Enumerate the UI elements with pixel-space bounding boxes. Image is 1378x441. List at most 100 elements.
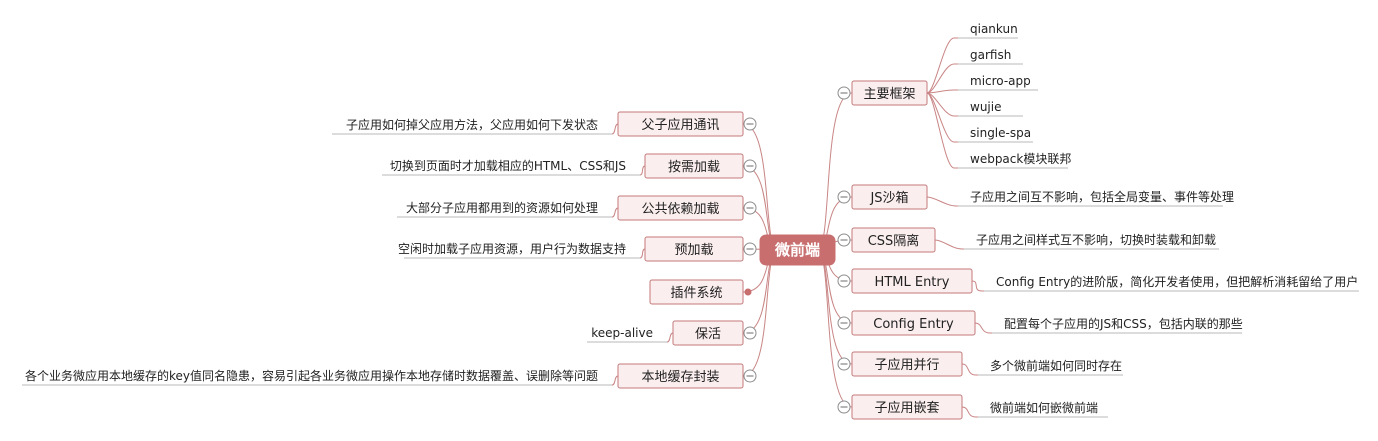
leaf-label: single-spa	[970, 126, 1031, 140]
leaf-node[interactable]: 子应用之间互不影响，包括全局变量、事件等处理	[958, 189, 1234, 207]
branch-node-left-2[interactable]: 公共依赖加载	[617, 195, 744, 221]
connector-line	[926, 63, 958, 94]
branch-label: CSS隔离	[868, 233, 920, 249]
branch-node-right-6[interactable]: 子应用嵌套	[851, 394, 963, 420]
branch-label: 子应用并行	[874, 357, 939, 373]
connector-line	[961, 363, 978, 376]
connector-line	[974, 322, 992, 334]
leaf-node[interactable]: wujie	[958, 100, 1023, 117]
branch-label: 保活	[695, 327, 721, 342]
branch-node-right-1[interactable]: JS沙箱	[851, 184, 928, 210]
leaf-label: 配置每个子应用的JS和CSS，包括内联的那些	[1004, 316, 1243, 331]
leaf-node[interactable]: 子应用如何掉父应用方法，父应用如何下发状态	[332, 117, 612, 135]
leaf-label: qiankun	[970, 22, 1018, 36]
branch-label: HTML Entry	[875, 275, 950, 290]
connector-line	[666, 332, 674, 343]
leaf-label: 各个业务微应用本地缓存的key值同名隐患，容易引起各业务微应用操作本地存储时数据…	[25, 368, 598, 383]
collapse-toggle-icon[interactable]	[837, 233, 851, 247]
branch-node-right-5[interactable]: 子应用并行	[851, 351, 963, 377]
connector-line	[611, 375, 619, 386]
leaf-label: 空闲时加载子应用资源，用户行为数据支持	[398, 241, 626, 256]
leaf-label: 微前端如何嵌微前端	[990, 400, 1098, 415]
collapse-toggle-icon[interactable]	[837, 316, 851, 330]
branch-label: JS沙箱	[869, 190, 908, 206]
connector-line	[926, 196, 958, 207]
connector-line	[817, 92, 853, 251]
branch-node-left-5[interactable]: 保活	[672, 320, 744, 346]
leaf-node[interactable]: 大部分子应用都用到的资源如何处理	[397, 200, 612, 218]
branch-node-right-0[interactable]: 主要框架	[851, 80, 928, 106]
collapse-toggle-icon[interactable]	[743, 326, 757, 340]
leaf-node[interactable]: 配置每个子应用的JS和CSS，包括内联的那些	[992, 316, 1243, 334]
collapse-toggle-icon[interactable]	[837, 400, 851, 414]
leaf-label: 多个微前端如何同时存在	[990, 358, 1122, 373]
leaf-node[interactable]: 各个业务微应用本地缓存的key值同名隐患，容易引起各业务微应用操作本地存储时数据…	[22, 368, 612, 386]
leaf-node[interactable]: 空闲时加载子应用资源，用户行为数据支持	[398, 241, 640, 259]
branch-label: 按需加载	[668, 160, 720, 175]
collapse-toggle-icon[interactable]	[837, 274, 851, 288]
leaf-node[interactable]: 微前端如何嵌微前端	[978, 400, 1108, 418]
leaf-node[interactable]: Config Entry的进阶版，简化开发者使用，但把解析消耗留给了用户	[984, 274, 1359, 292]
branch-node-left-1[interactable]: 按需加载	[644, 153, 744, 179]
leaf-label: 切换到页面时才加载相应的HTML、CSS和JS	[390, 158, 626, 173]
connector-line	[926, 92, 958, 117]
branch-label: 父子应用通讯	[641, 117, 719, 133]
leaf-label: Config Entry的进阶版，简化开发者使用，但把解析消耗留给了用户	[996, 274, 1358, 289]
branch-label: 主要框架	[863, 87, 915, 102]
connector-line	[961, 406, 978, 418]
leaf-node[interactable]: garfish	[958, 48, 1023, 65]
connector-line	[926, 92, 958, 143]
leaf-node[interactable]: 子应用之间样式互不影响，切换时装载和卸载	[964, 232, 1219, 250]
collapse-toggle-icon[interactable]	[743, 201, 757, 215]
branch-node-right-2[interactable]: CSS隔离	[851, 227, 936, 253]
root-node[interactable]: 微前端	[759, 234, 836, 266]
leaf-node[interactable]: 切换到页面时才加载相应的HTML、CSS和JS	[382, 158, 640, 176]
leaf-node[interactable]: webpack模块联邦	[958, 152, 1071, 169]
leaf-node[interactable]: single-spa	[958, 126, 1033, 143]
connector-line	[611, 123, 619, 135]
leaf-label: keep-alive	[591, 326, 653, 340]
collapse-toggle-icon[interactable]	[743, 369, 757, 383]
collapse-toggle-icon[interactable]	[743, 117, 757, 131]
branch-node-left-6[interactable]: 本地缓存封装	[617, 363, 744, 389]
leaf-label: 子应用之间样式互不影响，切换时装载和卸载	[976, 232, 1216, 247]
collapse-toggle-icon[interactable]	[837, 357, 851, 371]
connector-line	[926, 92, 958, 169]
leaf-label: 大部分子应用都用到的资源如何处理	[406, 200, 598, 215]
leaf-node[interactable]: keep-alive	[587, 326, 667, 343]
branch-label: 插件系统	[670, 286, 722, 301]
connector-line	[817, 249, 853, 365]
connector-line	[611, 207, 619, 218]
collapse-toggle-icon[interactable]	[837, 86, 851, 100]
leaf-node[interactable]: 多个微前端如何同时存在	[978, 358, 1123, 376]
connector-line	[971, 280, 984, 292]
connector-line	[934, 239, 964, 250]
branch-node-right-3[interactable]: HTML Entry	[851, 268, 973, 294]
leaf-node[interactable]: micro-app	[958, 74, 1038, 91]
branch-node-left-4[interactable]: 插件系统	[649, 279, 744, 305]
leaf-label: micro-app	[970, 74, 1031, 88]
branch-label: 预加载	[674, 243, 713, 258]
root-label: 微前端	[774, 241, 820, 259]
connector-line	[639, 248, 646, 259]
connector-line	[639, 165, 646, 176]
collapse-toggle-icon[interactable]	[743, 159, 757, 173]
branch-node-left-0[interactable]: 父子应用通讯	[617, 111, 744, 137]
collapse-toggle-icon[interactable]	[743, 242, 757, 256]
mind-map-nodes: 微前端 主要框架 qiankun garfish micro-app wujie singl…	[22, 22, 1359, 420]
leaf-label: wujie	[970, 100, 1001, 114]
leaf-node[interactable]: qiankun	[958, 22, 1018, 39]
branch-label: 公共依赖加载	[641, 202, 719, 217]
connector-line	[742, 123, 778, 251]
branch-node-left-3[interactable]: 预加载	[644, 236, 744, 262]
branch-node-right-4[interactable]: Config Entry	[851, 310, 976, 336]
connector-line	[926, 89, 958, 94]
leaf-label: webpack模块联邦	[970, 152, 1071, 166]
branch-label: 子应用嵌套	[874, 400, 939, 416]
connector-line	[926, 37, 958, 94]
branch-dot-icon[interactable]	[744, 288, 752, 296]
leaf-label: garfish	[970, 48, 1011, 62]
collapse-toggle-icon[interactable]	[837, 190, 851, 204]
branch-label: Config Entry	[873, 317, 954, 332]
connector-line	[742, 249, 778, 377]
